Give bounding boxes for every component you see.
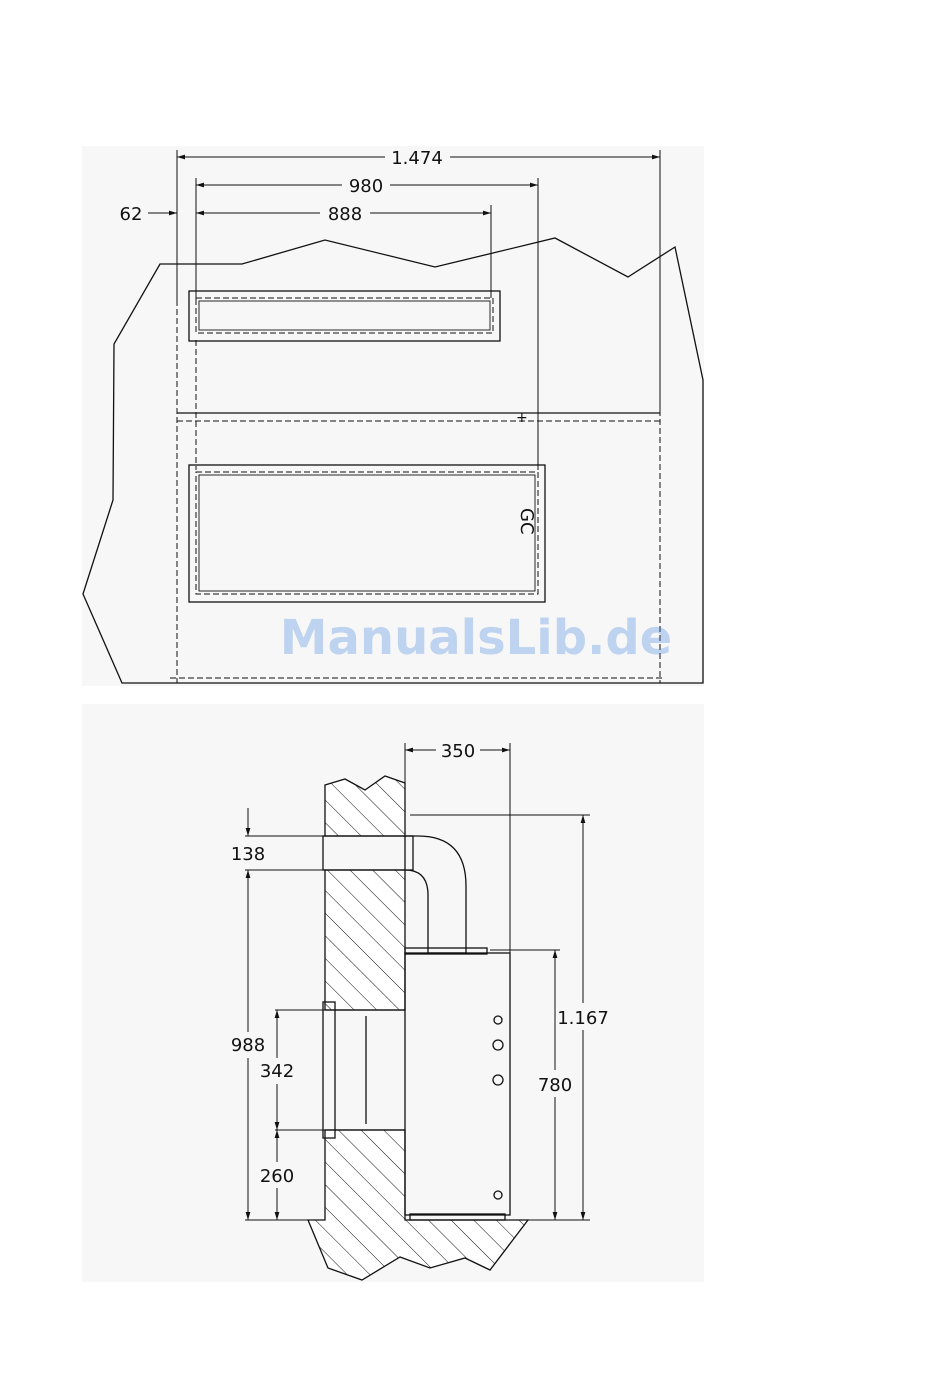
dim-offset-left-text: 62 xyxy=(120,204,143,225)
dim-unit-width-text: 980 xyxy=(349,176,383,197)
side-view: 350 138 988 342 260 xyxy=(82,704,704,1282)
front-view: + GC 1.474 980 xyxy=(82,146,704,686)
dim-total-height-text: 1.167 xyxy=(557,1008,609,1029)
dim-floor-height-text: 260 xyxy=(260,1166,294,1187)
dim-height-to-pipe-text: 988 xyxy=(231,1035,265,1056)
dim-opening-height-text: 342 xyxy=(260,1061,294,1082)
unit-label: GC xyxy=(516,508,537,535)
front-view-background xyxy=(82,146,704,686)
dim-pipe-height-text: 138 xyxy=(231,844,265,865)
watermark: ManualsLib.de xyxy=(280,610,672,666)
dim-opening-width-text: 888 xyxy=(328,204,362,225)
shelf-marker: + xyxy=(516,410,528,426)
dim-total-width-text: 1.474 xyxy=(391,148,443,169)
dim-depth-text: 350 xyxy=(441,741,475,762)
dim-unit-height-text: 780 xyxy=(538,1075,572,1096)
wall-section-middle xyxy=(325,870,405,1010)
